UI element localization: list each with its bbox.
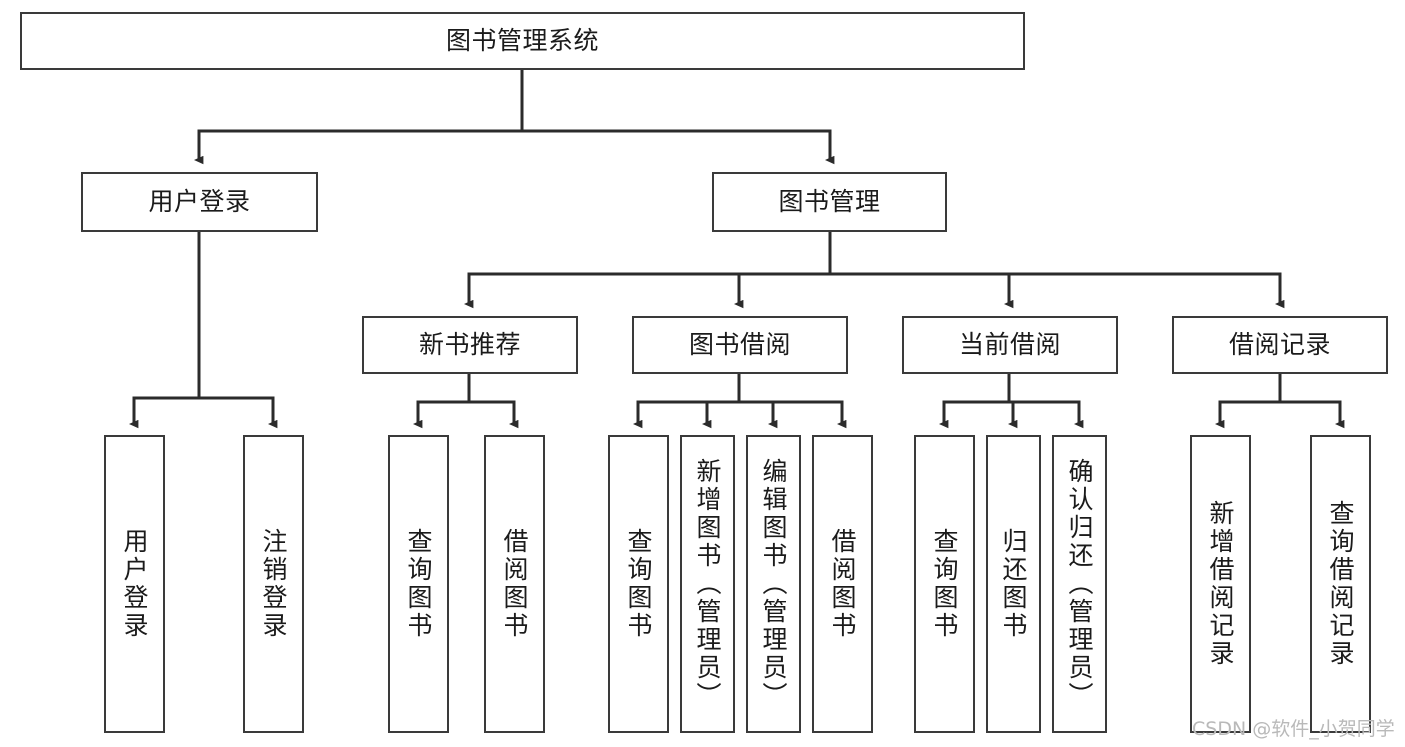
node-leaf-return-book-label: 归还图书 (999, 528, 1028, 640)
node-root-label: 图书管理系统 (445, 26, 599, 56)
node-root[interactable]: 图书管理系统 (20, 12, 1025, 70)
node-leaf-user-logout[interactable]: 注销登录 (243, 435, 304, 733)
node-leaf-query-book-2-label: 查询图书 (624, 528, 653, 640)
node-leaf-user-login[interactable]: 用户登录 (104, 435, 165, 733)
node-leaf-query-borrow-record-label: 查询借阅记录 (1326, 500, 1355, 668)
node-leaf-borrow-book-1[interactable]: 借阅图书 (484, 435, 545, 733)
node-leaf-borrow-book-2-label: 借阅图书 (828, 528, 857, 640)
node-leaf-query-book-3-label: 查询图书 (930, 528, 959, 640)
node-new-book-recommend-label: 新书推荐 (418, 330, 521, 360)
node-leaf-borrow-book-1-label: 借阅图书 (500, 528, 529, 640)
node-leaf-user-login-label: 用户登录 (120, 528, 149, 640)
node-leaf-add-book-label: 新增图书（管理员） (693, 458, 722, 710)
node-user-login-label: 用户登录 (148, 187, 251, 217)
node-leaf-query-book-1-label: 查询图书 (404, 528, 433, 640)
node-leaf-return-book[interactable]: 归还图书 (986, 435, 1041, 733)
node-borrow-record[interactable]: 借阅记录 (1172, 316, 1388, 374)
node-leaf-query-borrow-record[interactable]: 查询借阅记录 (1310, 435, 1371, 733)
node-leaf-add-borrow-record[interactable]: 新增借阅记录 (1190, 435, 1251, 733)
node-book-manage-label: 图书管理 (778, 187, 881, 217)
node-leaf-edit-book[interactable]: 编辑图书（管理员） (746, 435, 801, 733)
node-book-manage[interactable]: 图书管理 (712, 172, 947, 232)
node-book-borrow[interactable]: 图书借阅 (632, 316, 848, 374)
node-leaf-confirm-return[interactable]: 确认归还（管理员） (1052, 435, 1107, 733)
node-leaf-query-book-3[interactable]: 查询图书 (914, 435, 975, 733)
csdn-watermark: CSDN @软件_小贺同学 (1192, 718, 1395, 740)
node-new-book-recommend[interactable]: 新书推荐 (362, 316, 578, 374)
node-current-borrow[interactable]: 当前借阅 (902, 316, 1118, 374)
node-leaf-add-borrow-record-label: 新增借阅记录 (1206, 500, 1235, 668)
node-leaf-user-logout-label: 注销登录 (259, 528, 288, 640)
node-borrow-record-label: 借阅记录 (1228, 330, 1331, 360)
node-leaf-edit-book-label: 编辑图书（管理员） (759, 458, 788, 710)
node-user-login[interactable]: 用户登录 (81, 172, 318, 232)
node-book-borrow-label: 图书借阅 (688, 330, 791, 360)
node-leaf-add-book[interactable]: 新增图书（管理员） (680, 435, 735, 733)
node-leaf-query-book-1[interactable]: 查询图书 (388, 435, 449, 733)
node-current-borrow-label: 当前借阅 (958, 330, 1061, 360)
node-leaf-confirm-return-label: 确认归还（管理员） (1065, 458, 1094, 710)
node-leaf-borrow-book-2[interactable]: 借阅图书 (812, 435, 873, 733)
node-leaf-query-book-2[interactable]: 查询图书 (608, 435, 669, 733)
